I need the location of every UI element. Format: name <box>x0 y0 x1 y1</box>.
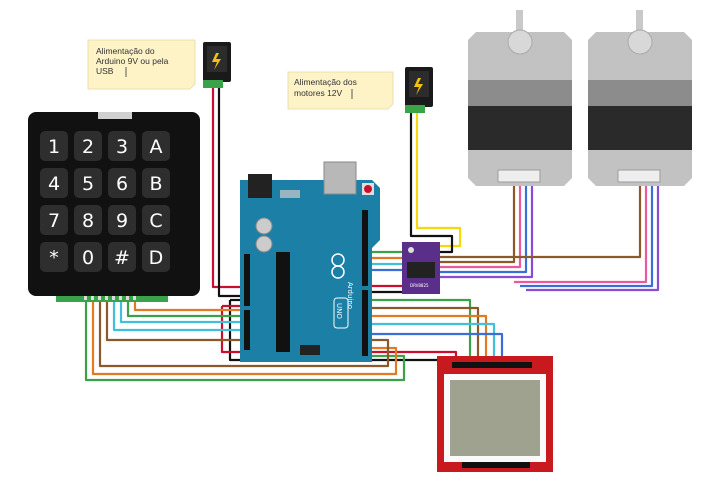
keypad-pin <box>91 294 94 300</box>
arduino-uno: Arduino UNO <box>240 161 380 362</box>
lightning-icon <box>212 53 221 70</box>
stepper-motor-1 <box>468 10 572 186</box>
keypad-key[interactable]: 9 <box>108 205 136 235</box>
keypad-pin <box>126 294 129 300</box>
keypad-key[interactable]: 1 <box>40 131 68 161</box>
keypad-key-label: 8 <box>82 210 94 232</box>
arduino-power-note-line-2: Arduino 9V ou pela <box>96 56 169 66</box>
keypad-key[interactable]: 3 <box>108 131 136 161</box>
keypad-key[interactable]: 6 <box>108 168 136 198</box>
keypad-key-label: C <box>149 210 162 232</box>
keypad-key-label: B <box>149 173 162 195</box>
motor-power-note: Alimentação dos motores 12V <box>287 71 394 110</box>
wires <box>84 88 660 382</box>
arduino-power-note-line-1: Alimentação do <box>96 46 155 56</box>
keypad-key-label: A <box>150 136 163 158</box>
keypad-key[interactable]: C <box>142 205 170 235</box>
lcd-display <box>437 356 553 472</box>
keypad-key[interactable]: * <box>40 242 68 272</box>
keypad-key[interactable]: D <box>142 242 170 272</box>
motor-power-note-line-2: motores 12V <box>294 88 343 98</box>
keypad-key-label: 2 <box>82 136 94 158</box>
keypad-pin <box>98 294 101 300</box>
keypad-key-label: * <box>49 247 59 269</box>
keypad-key-label: 3 <box>116 136 128 158</box>
keypad-key-label: 9 <box>116 210 128 232</box>
keypad-key-label: D <box>149 247 164 269</box>
keypad-key[interactable]: 7 <box>40 205 68 235</box>
arduino-power-jack <box>203 42 231 88</box>
keypad-pin <box>119 294 122 300</box>
keypad-key-label: 4 <box>48 173 60 195</box>
keypad-pin <box>133 294 136 300</box>
keypad-key[interactable]: 8 <box>74 205 102 235</box>
stepper-driver: DRV8825 <box>402 242 440 294</box>
keypad-key[interactable]: 2 <box>74 131 102 161</box>
keypad-key-label: # <box>114 247 130 269</box>
arduino-power-note: Alimentação do Arduino 9V ou pela USB <box>87 39 196 90</box>
keypad-key[interactable]: 5 <box>74 168 102 198</box>
keypad-pin <box>112 294 115 300</box>
keypad-key[interactable]: A <box>142 131 170 161</box>
keypad-key-label: 5 <box>82 173 94 195</box>
keypad-key-label: 0 <box>82 247 94 269</box>
driver-label: DRV8825 <box>410 283 429 288</box>
arduino-model: UNO <box>335 303 343 319</box>
keypad-key-label: 6 <box>116 173 128 195</box>
keypad-pin <box>84 294 87 300</box>
keypad-key[interactable]: 0 <box>74 242 102 272</box>
arduino-brand: Arduino <box>346 282 354 309</box>
keypad-key[interactable]: B <box>142 168 170 198</box>
motor-power-note-line-1: Alimentação dos <box>294 77 357 87</box>
stepper-motor-2 <box>588 10 692 186</box>
keypad-key-label: 1 <box>48 136 60 158</box>
lightning-icon <box>414 78 423 95</box>
keypad-pin <box>105 294 108 300</box>
arduino-power-note-line-3: USB <box>96 66 114 76</box>
motor-power-jack <box>405 67 433 113</box>
keypad-key[interactable]: 4 <box>40 168 68 198</box>
keypad-key[interactable]: # <box>108 242 136 272</box>
keypad-key-label: 7 <box>48 210 60 232</box>
keypad-pins <box>84 294 136 300</box>
